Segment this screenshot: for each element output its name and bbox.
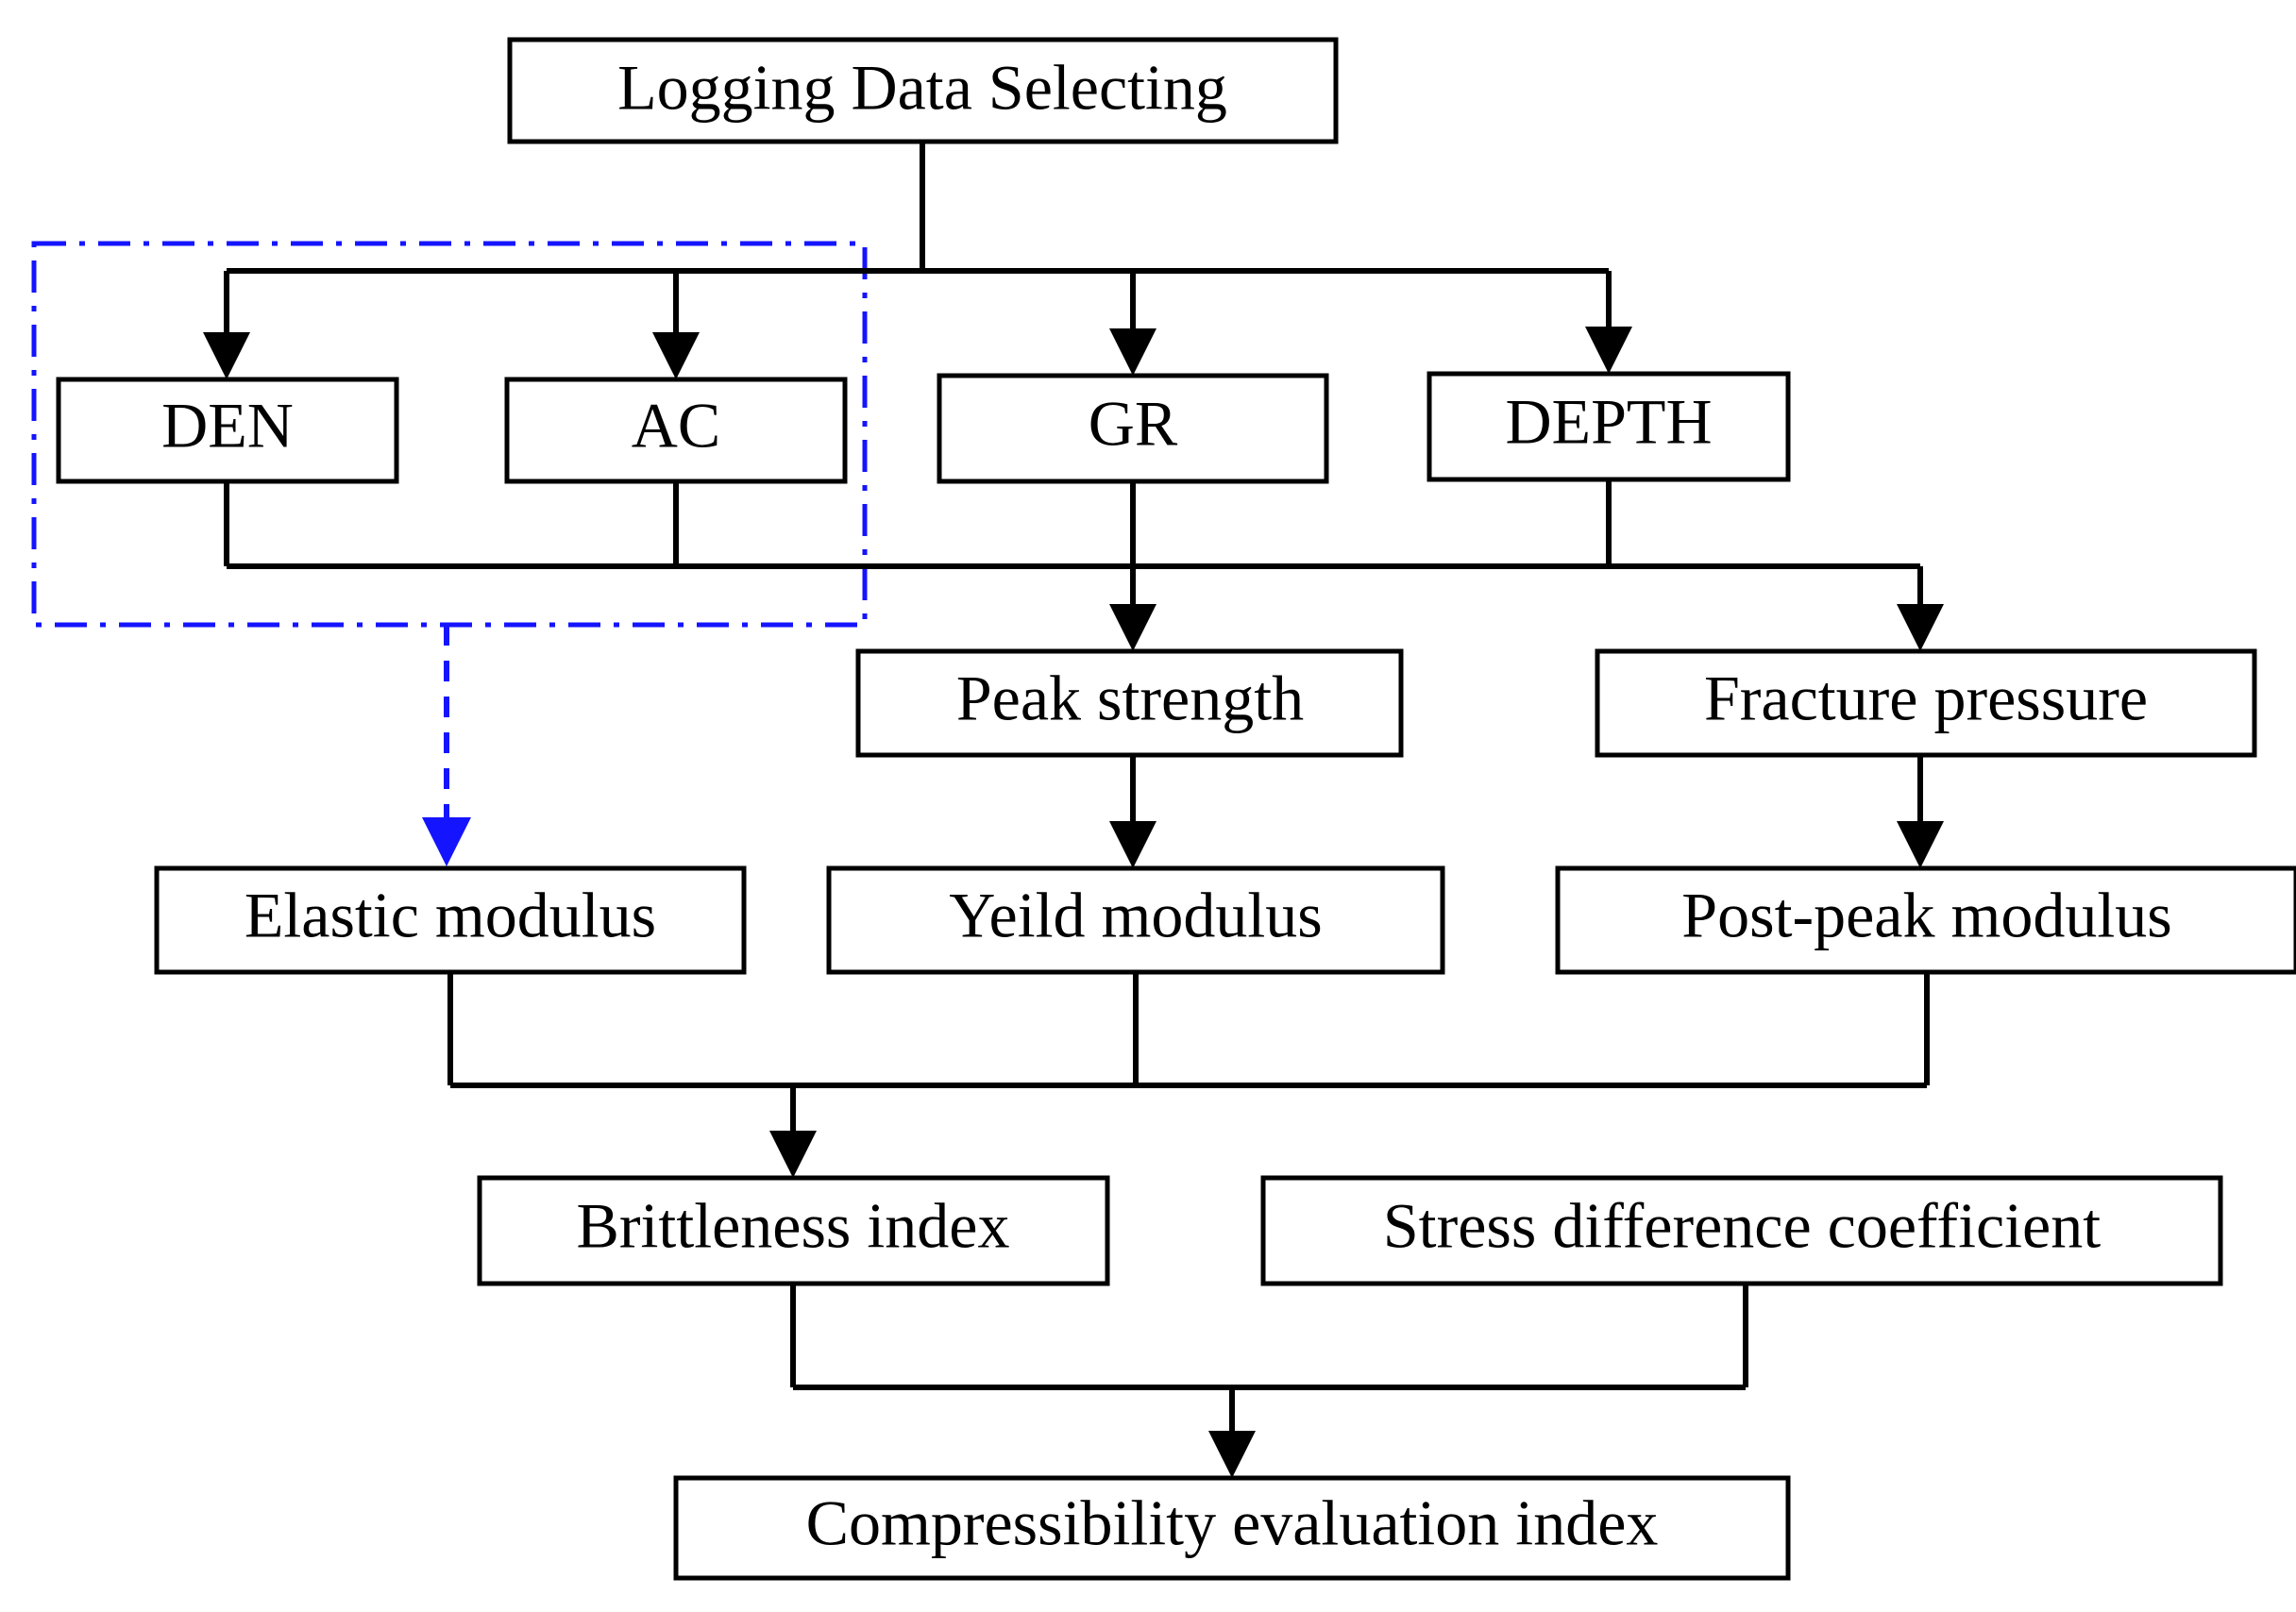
node-label-den: DEN — [161, 390, 294, 462]
edge-gr-to-peak-strength — [1109, 481, 1156, 651]
node-depth[interactable]: DEPTH — [1427, 371, 1791, 482]
node-label-gr: GR — [1089, 388, 1178, 460]
node-brittleness-index[interactable]: Brittleness index — [477, 1175, 1110, 1286]
node-elastic-modulus[interactable]: Elastic modulus — [154, 865, 747, 975]
arrowhead-depth — [1585, 327, 1632, 374]
node-label-ac: AC — [632, 390, 720, 462]
node-label-elastic-modulus: Elastic modulus — [245, 880, 656, 951]
node-ac[interactable]: AC — [504, 377, 848, 484]
node-stress-difference-coefficient[interactable]: Stress difference coefficient — [1260, 1175, 2223, 1286]
arrowhead-yeild-modulus — [1109, 821, 1156, 868]
edge-logging-to-children — [203, 142, 1632, 379]
node-label-depth: DEPTH — [1505, 386, 1712, 458]
node-compressibility-evaluation-index[interactable]: Compressibility evaluation index — [673, 1475, 1791, 1581]
node-gr[interactable]: GR — [937, 373, 1329, 484]
node-label-compressibility-evaluation-index: Compressibility evaluation index — [806, 1487, 1659, 1559]
node-label-peak-strength: Peak strength — [956, 663, 1304, 734]
node-yeild-modulus[interactable]: Yeild modulus — [826, 865, 1445, 975]
arrowhead-post-peak-modulus — [1897, 821, 1944, 868]
node-den[interactable]: DEN — [56, 377, 399, 484]
edge-group-to-elastic-modulus — [422, 625, 471, 866]
edge-moduli-to-brittleness-index — [447, 972, 1930, 1178]
node-label-brittleness-index: Brittleness index — [577, 1190, 1010, 1262]
node-logging-data-selecting[interactable]: Logging Data Selecting — [507, 37, 1339, 144]
arrowhead-compressibility — [1208, 1431, 1256, 1478]
arrowhead-den — [203, 332, 250, 379]
edge-depth-to-fracture-pressure — [1606, 479, 1944, 651]
arrowhead-fracture-pressure — [1897, 604, 1944, 651]
edge-den-ac-merge-bus — [224, 481, 1920, 569]
edge-peak-strength-to-yeild-modulus — [1109, 755, 1156, 868]
node-label-logging-data-selecting: Logging Data Selecting — [617, 52, 1227, 124]
arrowhead-brittleness-index — [769, 1131, 817, 1178]
node-peak-strength[interactable]: Peak strength — [855, 648, 1404, 758]
edge-fracture-pressure-to-post-peak-modulus — [1897, 755, 1944, 868]
node-label-post-peak-modulus: Post-peak modulus — [1681, 880, 2171, 951]
arrowhead-gr — [1109, 328, 1156, 376]
arrowhead-elastic-modulus — [422, 817, 471, 866]
node-post-peak-modulus[interactable]: Post-peak modulus — [1555, 865, 2296, 975]
arrowhead-peak-strength — [1109, 604, 1156, 651]
node-label-yeild-modulus: Yeild modulus — [949, 880, 1323, 951]
node-fracture-pressure[interactable]: Fracture pressure — [1595, 648, 2257, 758]
node-label-stress-difference-coefficient: Stress difference coefficient — [1383, 1190, 2101, 1262]
edge-to-compressibility-evaluation-index — [790, 1284, 1748, 1478]
arrowhead-ac — [652, 332, 700, 379]
node-label-fracture-pressure: Fracture pressure — [1704, 663, 2148, 734]
